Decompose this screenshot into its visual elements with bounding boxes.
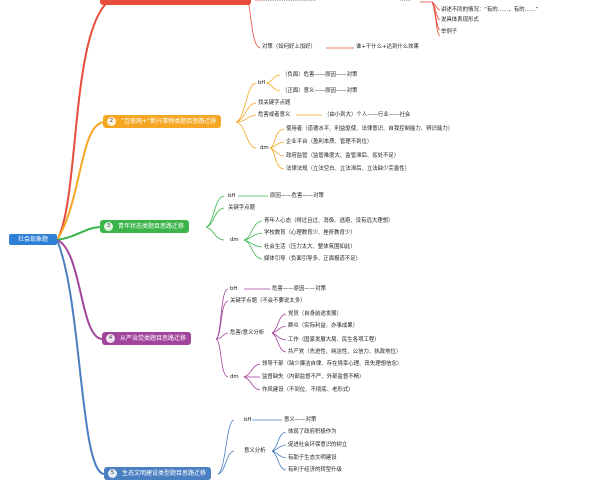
topic4-masses: 群众（实际利益、办事成果） (288, 323, 359, 329)
topic2-dm: dm (260, 145, 269, 151)
topic2-keyword: 找关键字点题 (258, 100, 291, 106)
topic1-example: 举例子 (441, 29, 458, 35)
root-node[interactable]: 社会现象题 (9, 234, 57, 245)
link-root-topic2 (56, 121, 105, 241)
topic2-government: 政府监管（监管难度大、监管滞后、惩处不足） (286, 153, 400, 159)
link-root-topic4 (56, 239, 103, 340)
topic5-item-3: 有助于生态文明建设 (288, 455, 337, 461)
topic-node-5[interactable]: 5 生态文明建设类型题目思路迁移 (104, 467, 212, 480)
topic1-fragment-a: ………………………… (262, 0, 316, 3)
topic4-supervision: 监督缺失（内部监督不严、外部监督不畅） (262, 374, 365, 380)
topic-node-2[interactable]: 2 “互联网+”新兴事物类题目思路迁移 (103, 115, 222, 128)
topic3-chain: 原因——危害——对策 (270, 193, 324, 199)
topic5-item-1: 体现了政府积极作为 (288, 429, 337, 435)
topic4-style: 作风建设（不到位、不彻底、老形式） (262, 387, 354, 393)
topic5-label: 生态文明建设类型题目思路迁移 (122, 470, 207, 477)
topic4-number-badge: 4 (106, 334, 115, 343)
topic3-dm: dm (230, 237, 239, 243)
topic4-party-member: 党员（自身前途发展） (288, 311, 342, 317)
topic2-platform: 企业平台（盈利本质、管理不到位） (286, 139, 373, 145)
root-label: 社会现象题 (17, 236, 48, 243)
topic2-harm: 危害或者意义 (258, 112, 291, 118)
topic2-bh-positive: （正面）意义——原因——对策 (282, 88, 358, 94)
topic1-fragment-b: …… (400, 0, 411, 3)
topic1-explain: 讲述不同的情况：“有的……，有的……” (441, 7, 539, 13)
topic5-item-2: 促进社会环保意识的树立 (288, 442, 348, 448)
topic1-formula: 谁+干什么+达到什么效果 (356, 44, 419, 50)
topic1-forms: 说具体表现形式 (441, 17, 479, 23)
topic4-leaders: 领导干部（缺少廉洁自律、存在侥幸心理、丧失理想信念） (262, 361, 403, 367)
topic3-school: 学校教育（心理教育少、挫折教育少） (264, 230, 356, 236)
topic2-harm-chain: （由小到大）个人——行业——社会 (324, 112, 411, 118)
topic4-cpc: 共产党（先进性、纯洁性、公信力、执政地位） (288, 349, 402, 355)
topic5-number-badge: 5 (108, 469, 117, 478)
topic3-bh: bH (228, 193, 236, 199)
topic3-label: 青年状态类题目思路迁移 (118, 223, 185, 230)
topic4-chain: 危害——原因——对策 (272, 286, 326, 292)
link-root-topic5 (56, 239, 105, 475)
topic1-countermeasure: 对策（如何好上加好） (262, 44, 316, 50)
topic5-analysis: 意义分析 (244, 448, 266, 454)
topic-node-4[interactable]: 4 从严治党类题目思路迁移 (102, 332, 192, 345)
topic3-number-badge: 3 (104, 222, 113, 231)
topic-node-3[interactable]: 3 青年状态类题目思路迁移 (100, 220, 190, 233)
topic4-dm: dm (230, 374, 239, 380)
topic3-media: 媒体引导（负面引导多、正面报道不足） (264, 256, 362, 262)
topic4-bh: bH (230, 286, 238, 292)
topic4-analysis: 危害/意义分析 (230, 330, 265, 336)
topic4-label: 从严治党类题目思路迁移 (120, 335, 187, 342)
topic3-society: 社会生活（压力太大、整体氛围如此） (264, 244, 356, 250)
topic5-item-4: 有利于经济的转型升级 (288, 467, 342, 473)
topic4-work: 工作（国家发展大局、民生各项工程） (288, 337, 380, 343)
link-root-topic1 (56, 0, 111, 241)
topic2-number-badge: 2 (107, 117, 116, 126)
topic2-law: 法律法规（立法空白、立法滞后、立法缺少完善性） (286, 166, 410, 172)
topic2-user: 使用者（道德水平、利益驱使、法律意识、自我控制能力、辨识能力） (286, 126, 454, 132)
topic5-chain: 意义——对策 (284, 417, 317, 423)
topic3-mindset: 青年人心态（得过且过、消极、逃避、没有远大理想） (264, 218, 394, 224)
topic4-keyword: 关键字点题（不会不要说太多） (230, 298, 306, 304)
topic2-bh-negative: （负面）危害——原因——对策 (282, 72, 358, 78)
topic-node-1[interactable] (100, 0, 251, 5)
topic2-bh: bH (258, 80, 266, 86)
topic5-bh: bH (244, 417, 252, 423)
topic3-keyword: 关键字点题 (228, 205, 255, 211)
link-root-topic3 (56, 226, 101, 241)
topic2-label: “互联网+”新兴事物类题目思路迁移 (121, 118, 217, 125)
